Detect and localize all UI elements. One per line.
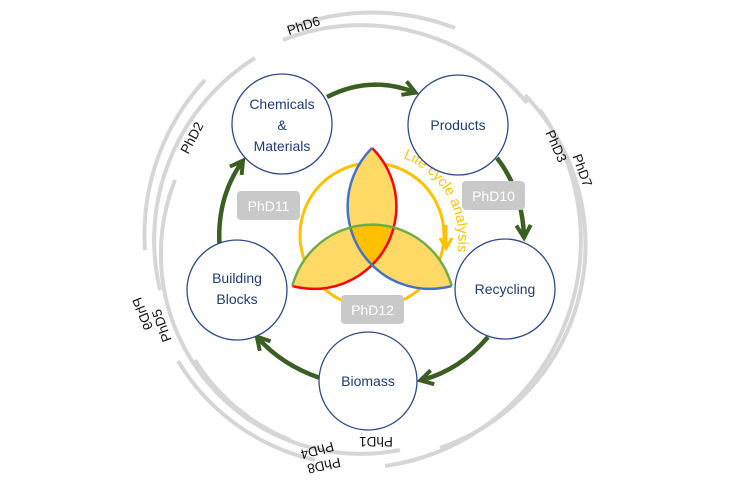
arrow-recycling-to-biomass [422, 335, 490, 380]
label-phd8: PhD8 [306, 455, 342, 477]
node-recycling: Recycling [454, 238, 556, 340]
svg-text:Biomass: Biomass [341, 373, 395, 389]
svg-text:Building: Building [212, 270, 262, 286]
label-phd3: PhD3 [542, 128, 569, 165]
svg-text:PhD10: PhD10 [472, 188, 515, 204]
ring-arc-phd4 [176, 359, 316, 462]
badge-phd10: PhD10 [462, 181, 525, 210]
svg-text:Products: Products [430, 117, 485, 133]
svg-text:&: & [277, 117, 287, 133]
ring-arc-phd6-outer [289, 10, 456, 30]
ring-arc-phd6 [282, 23, 529, 105]
svg-text:PhD12: PhD12 [351, 302, 394, 318]
node-chemicals-materials: Chemicals & Materials [231, 73, 333, 175]
trefoil-blue-arc [346, 124, 455, 291]
arrow-chemicals-to-products [325, 85, 414, 100]
svg-text:Materials: Materials [254, 138, 311, 154]
badge-phd11: PhD11 [237, 191, 300, 220]
label-phd1: PhD1 [359, 434, 393, 449]
svg-text:Chemicals: Chemicals [249, 96, 314, 112]
ring-arc-phd2-outer [142, 78, 207, 251]
ring-arc-phd1 [158, 179, 401, 456]
arrow-biomass-to-building-blocks [258, 338, 321, 381]
ring-arc-phd2 [152, 56, 257, 291]
node-biomass: Biomass [318, 331, 418, 431]
badge-phd12: PhD12 [341, 295, 404, 324]
node-building-blocks: Building Blocks [186, 239, 288, 341]
svg-text:PhD11: PhD11 [248, 198, 290, 214]
svg-text:Blocks: Blocks [216, 291, 257, 307]
node-products: Products [407, 74, 509, 176]
arrow-building-blocks-to-chemicals [217, 162, 242, 253]
trefoil-red-arc [289, 124, 398, 291]
svg-text:Recycling: Recycling [475, 281, 536, 297]
phd-rings [142, 10, 588, 468]
ring-arc-phd7 [384, 108, 583, 468]
trefoil-green-arc [288, 223, 456, 289]
ring-arc-phd8 [193, 358, 291, 442]
